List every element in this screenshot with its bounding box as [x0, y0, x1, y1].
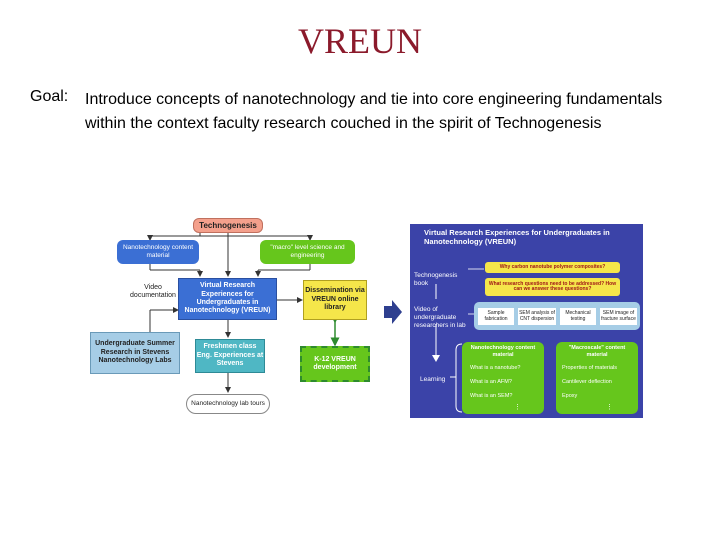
- technogenesis-box: Technogenesis: [193, 218, 263, 233]
- macro-material-title: "Macroscale" content material: [568, 345, 626, 358]
- page-title: VREUN: [298, 21, 422, 61]
- dissemination-box: Dissemination via VREUN online library: [303, 280, 367, 320]
- learning-label: Learning: [420, 376, 446, 383]
- technogenesis-book-label: Technogenesis book: [414, 272, 458, 287]
- goal-text: Introduce concepts of nanotechnology and…: [85, 91, 663, 132]
- k12-box: K-12 VREUN development: [300, 346, 370, 382]
- learning-arrow-icon: [432, 355, 440, 362]
- panel-title: Virtual Research Experiences for Undergr…: [424, 228, 610, 246]
- step-sem-image: SEM image of fracture surface: [600, 308, 637, 325]
- step-sample-fabrication: Sample fabrication: [478, 308, 514, 325]
- vreun-panel: Virtual Research Experiences for Undergr…: [410, 224, 643, 418]
- nano-material-group: [462, 342, 544, 414]
- macro-question-1: Properties of materials: [562, 365, 618, 371]
- question-why-cnt: Why carbon nanotube polymer composites?: [485, 262, 620, 273]
- step-sem-analysis: SEM analysis of CNT dispersion: [518, 308, 556, 325]
- nano-content-box: Nanotechnology content material: [117, 240, 199, 264]
- nano-material-title: Nanotechnology content material: [470, 345, 536, 358]
- lab-tours-box: Nanotechnology lab tours: [186, 394, 270, 414]
- panel-connectors: [432, 268, 484, 413]
- macro-question-2: Cantilever deflection: [562, 379, 612, 385]
- virtual-research-box: Virtual Research Experiences for Undergr…: [178, 278, 277, 320]
- question-research: What research questions need to be addre…: [485, 278, 620, 296]
- nano-question-2: What is an AFM?: [470, 379, 512, 385]
- video-documentation-label: Video documentation: [130, 284, 176, 300]
- macro-material-group: [556, 342, 638, 414]
- nano-question-3: What is an SEM?: [470, 393, 513, 399]
- nano-question-1: What is a nanotube?: [470, 365, 521, 371]
- macro-ellipsis: ⋮: [606, 404, 613, 411]
- undergrad-summer-box: Undergraduate Summer Research in Stevens…: [90, 332, 180, 374]
- goal-label: Goal:: [30, 88, 69, 105]
- macro-level-box: "macro" level science and engineering: [260, 240, 355, 264]
- macro-question-3: Epoxy: [562, 393, 578, 399]
- step-mechanical-testing: Mechanical testing: [560, 308, 596, 325]
- freshmen-class-box: Freshmen class Eng. Experiences at Steve…: [195, 339, 265, 373]
- big-arrow-icon: [384, 300, 402, 324]
- video-undergrads-label: Video of undergraduate researchers in la…: [414, 306, 466, 329]
- nano-ellipsis: ⋮: [514, 404, 521, 411]
